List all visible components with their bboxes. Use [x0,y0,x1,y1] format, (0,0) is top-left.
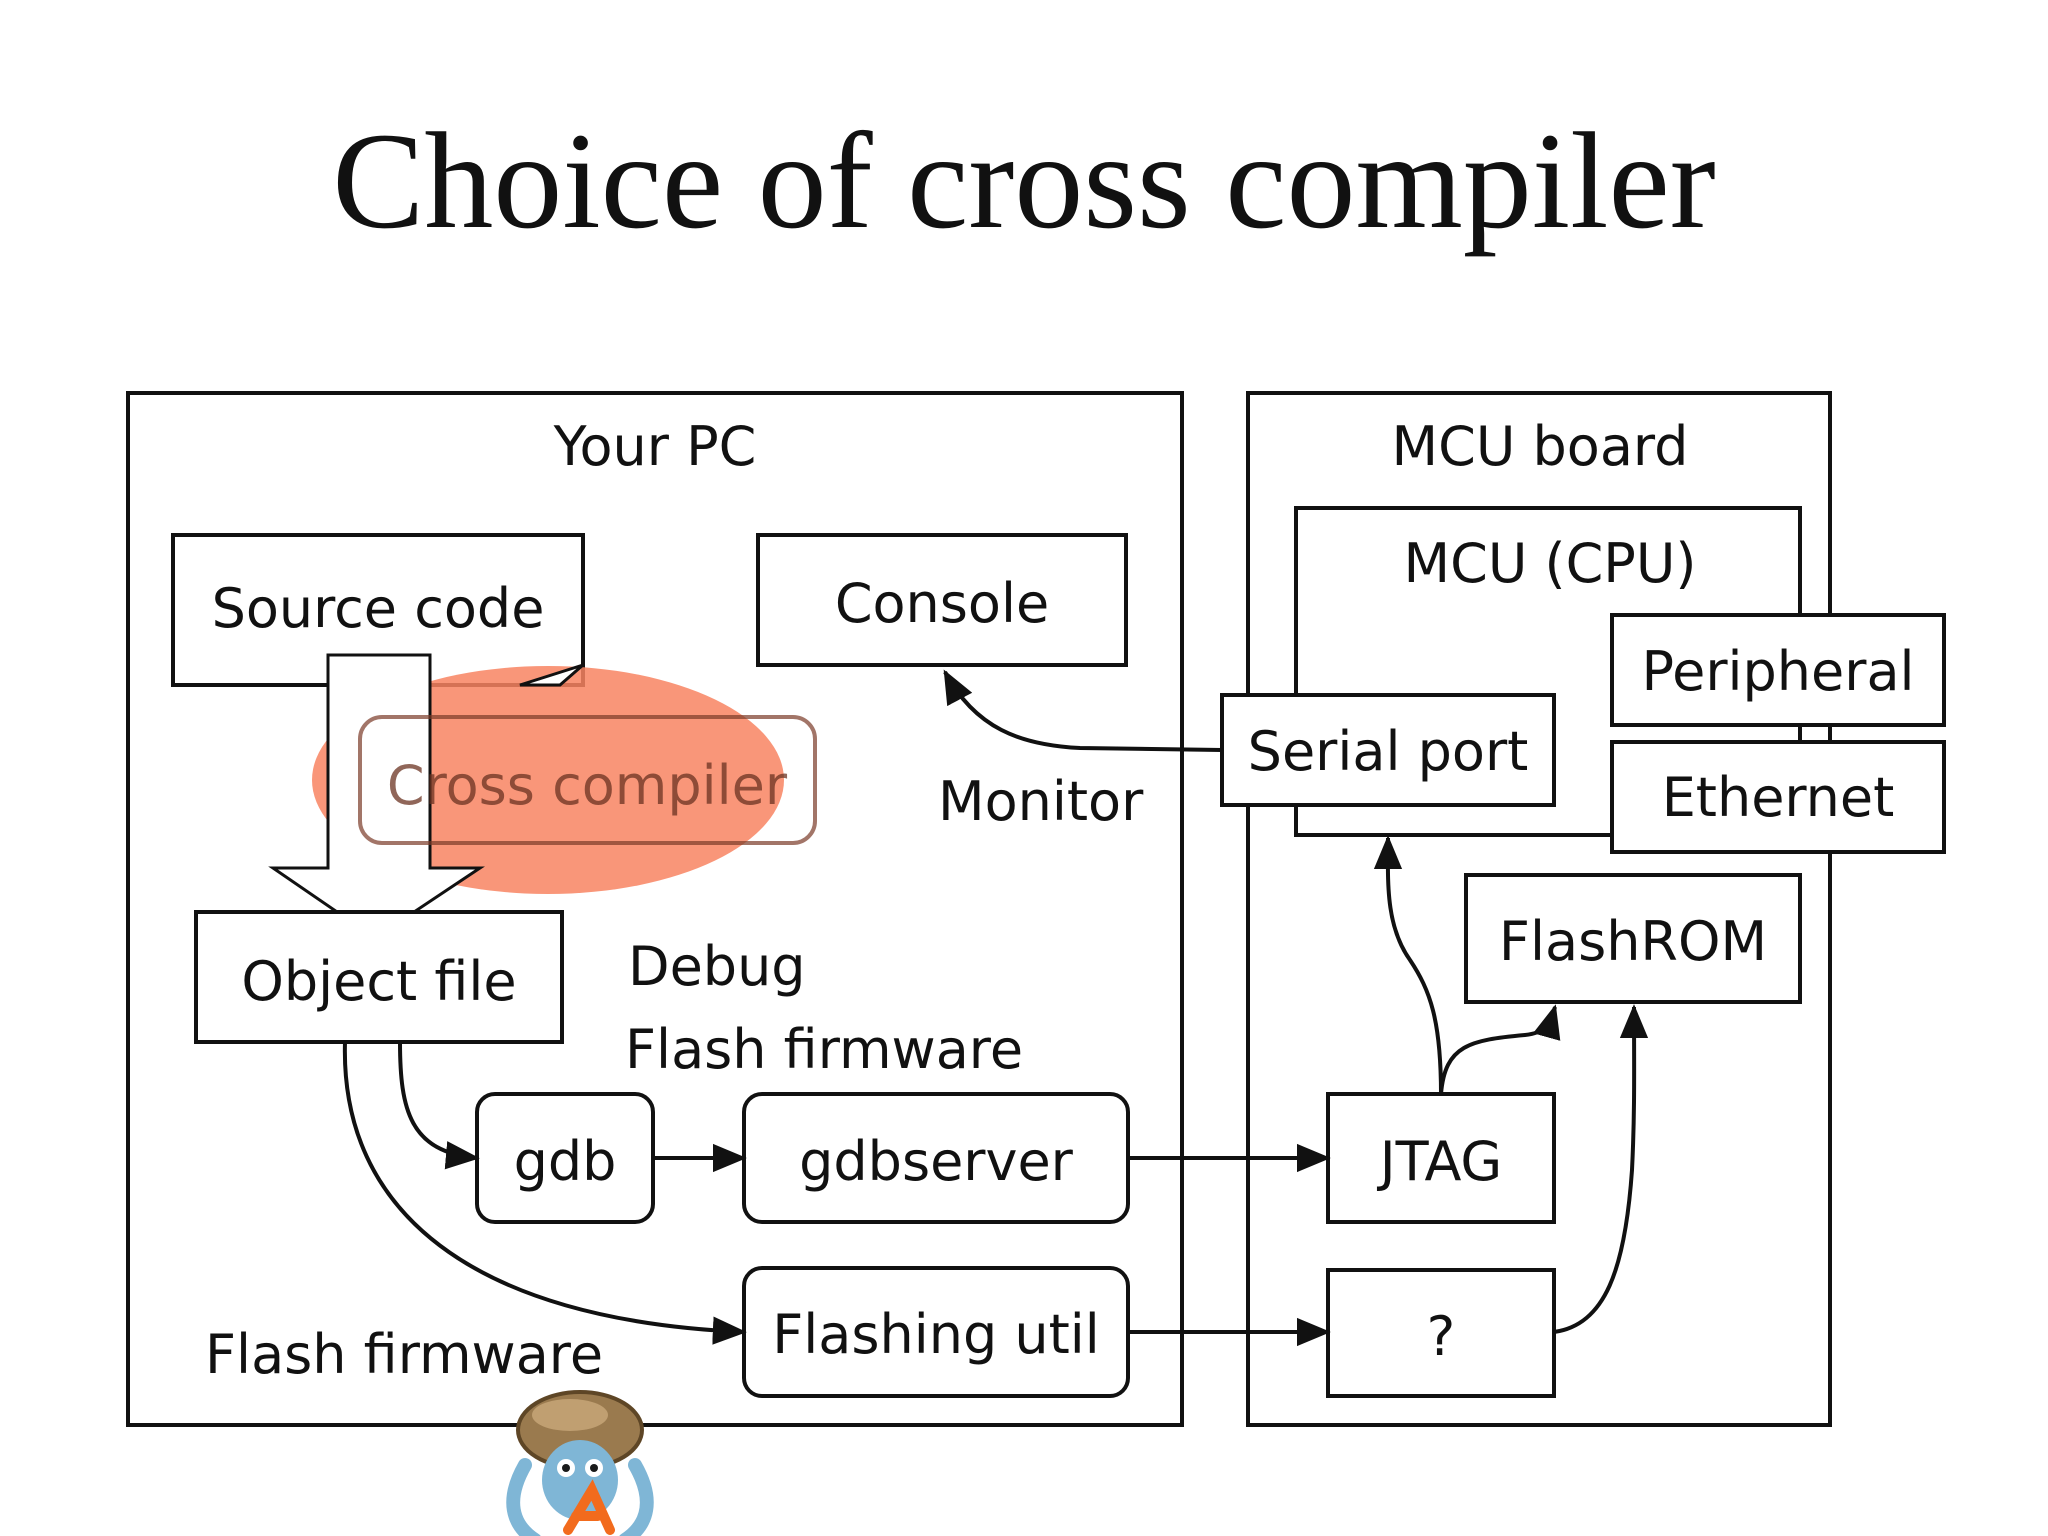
mcu-frame-label: MCU board [1392,415,1689,478]
unknown-box [1326,1268,1556,1398]
crab-mascot-icon [506,1390,654,1536]
jtag-to-serial-edge [1373,835,1443,1095]
console-label: Console [835,572,1049,635]
peripheral-box [1610,613,1946,727]
pc-frame-label: Your PC [553,415,757,478]
object-to-flashing-edge [342,1041,747,1345]
cross-compiler-box [358,715,817,845]
slide-title: Choice of cross compiler [332,104,1716,257]
jtag-label: JTAG [1377,1130,1503,1193]
monitor-edge [943,669,1223,752]
compile-arrow-down [268,653,485,940]
unknown-label: ? [1427,1305,1456,1368]
object-file-label: Object file [241,950,516,1013]
object-to-gdb-edge [398,1041,480,1170]
peripheral-label: Peripheral [1641,640,1914,703]
serial-port-box [1220,693,1556,807]
ethernet-label: Ethernet [1662,766,1895,829]
object-file-box [194,910,564,1044]
console-box [756,533,1128,667]
gdbserver-label: gdbserver [799,1130,1074,1193]
pc-frame [126,391,1184,1427]
flashrom-box [1464,873,1802,1004]
flash-firmware-label-bottom: Flash firmware [205,1323,603,1386]
flashing-util-label: Flashing util [772,1303,1100,1366]
jtag-to-flashrom-edge [1439,1004,1561,1095]
monitor-label: Monitor [938,770,1144,833]
source-code-label: Source code [212,577,545,640]
source-code-fold [519,663,584,687]
flash-firmware-label-top: Flash firmware [625,1018,1023,1081]
debug-label: Debug [628,935,806,998]
ethernet-box [1610,740,1946,854]
mcu-cpu-label: MCU (CPU) [1404,532,1697,595]
cross-compiler-label: Cross compiler [387,754,788,817]
unknown-to-flashrom-edge [1553,1004,1649,1334]
mcu-frame [1246,391,1832,1427]
gdb-label: gdb [514,1130,617,1193]
serial-port-label: Serial port [1248,720,1529,783]
flashrom-label: FlashROM [1499,910,1767,973]
